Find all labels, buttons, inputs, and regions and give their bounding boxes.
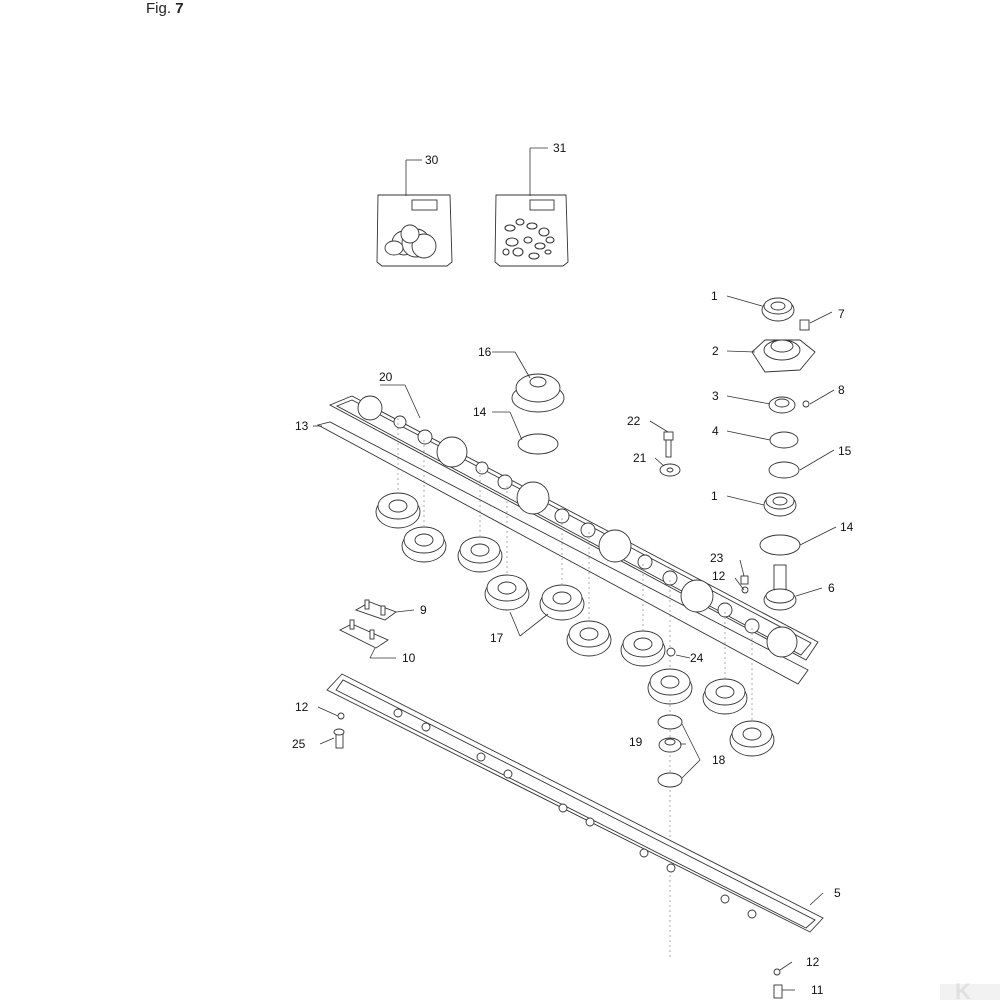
- part-24: [666, 647, 676, 657]
- ring-4: [769, 431, 799, 449]
- kit-bag-31: [494, 147, 569, 267]
- callout-14b: 14: [840, 520, 854, 534]
- callout-17: 17: [490, 631, 504, 645]
- callout-18: 18: [712, 753, 726, 767]
- leader-lines: [313, 295, 837, 991]
- gasket-13: [316, 421, 809, 685]
- ring-8: [802, 400, 810, 408]
- callout-1b: 1: [711, 489, 718, 503]
- bearing-housing-2: [751, 339, 816, 373]
- callout-24: 24: [690, 651, 704, 665]
- callout-2: 2: [712, 344, 719, 358]
- bracket-9: [354, 599, 397, 621]
- figure-number: 7: [175, 0, 184, 17]
- callout-15: 15: [838, 444, 852, 458]
- callout-9: 9: [420, 603, 427, 617]
- bracket-10: [338, 619, 389, 649]
- drive-head-16: [511, 373, 565, 413]
- callout-labels: 1 7 2 16 3 8 20 4 14 22 15 13 21 1 14 23…: [292, 141, 854, 997]
- screw-23: [740, 575, 749, 594]
- brand-logo: K: [940, 979, 1000, 1000]
- callout-12b: 12: [295, 700, 309, 714]
- bolt-22: [663, 431, 674, 458]
- part-18-upper: [657, 714, 683, 730]
- housing-bottom-plate-5: [326, 673, 824, 933]
- callout-10: 10: [402, 651, 416, 665]
- callout-20: 20: [379, 370, 393, 384]
- figure-title: Fig. 7: [146, 0, 184, 17]
- callout-11: 11: [811, 983, 824, 997]
- pinion-shaft-6: [763, 564, 797, 611]
- callout-23: 23: [710, 551, 724, 565]
- callout-1a: 1: [711, 289, 718, 303]
- callout-30: 30: [425, 153, 439, 167]
- o-ring-14-left: [517, 433, 559, 455]
- callout-22: 22: [627, 414, 641, 428]
- callout-14a: 14: [473, 405, 487, 419]
- callout-7: 7: [838, 307, 845, 321]
- callout-13: 13: [295, 419, 309, 433]
- callout-31: 31: [553, 141, 567, 155]
- callout-5: 5: [834, 886, 841, 900]
- callout-6: 6: [828, 581, 835, 595]
- bearing-1-lower: [763, 492, 797, 517]
- callout-19: 19: [629, 735, 643, 749]
- housing-top-plate-20: [328, 395, 819, 661]
- callout-16: 16: [478, 345, 492, 359]
- part-18-lower: [657, 772, 683, 788]
- spur-gears-17: [375, 418, 775, 960]
- callout-8: 8: [838, 383, 845, 397]
- callout-4: 4: [712, 424, 719, 438]
- callout-21: 21: [633, 451, 647, 465]
- callout-12a: 12: [712, 569, 726, 583]
- washer-21: [659, 463, 681, 477]
- bolt-7: [799, 319, 810, 331]
- seal-3: [768, 396, 796, 414]
- bolt-25: [333, 728, 345, 749]
- brand-logo-text: K: [955, 979, 971, 1000]
- callout-12c: 12: [806, 955, 820, 969]
- o-ring-15: [768, 461, 800, 479]
- figure-prefix: Fig.: [146, 0, 172, 17]
- bearing-19: [658, 737, 682, 753]
- kit-bag-30: [376, 159, 453, 267]
- callout-3: 3: [712, 389, 719, 403]
- plug-11: [773, 984, 783, 999]
- callout-25: 25: [292, 737, 306, 751]
- o-ring-14-right: [759, 534, 801, 556]
- washer-12-bottom: [773, 968, 781, 976]
- washer-12-left: [337, 712, 345, 720]
- bearing-1-top: [761, 297, 795, 322]
